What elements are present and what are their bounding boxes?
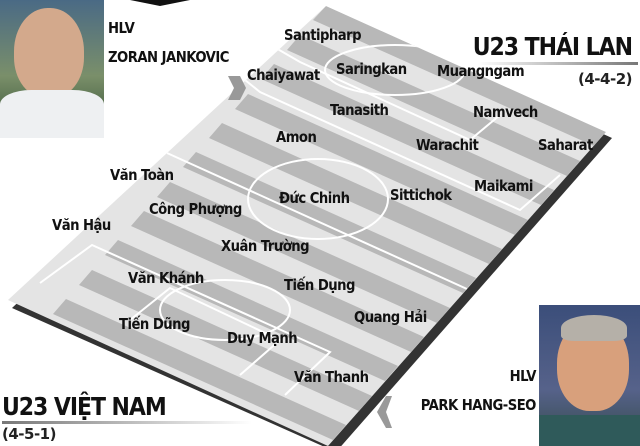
chevron-down-icon: [130, 0, 190, 6]
player-vietnam: Văn Khánh: [128, 269, 204, 287]
player-thailand: Maikami: [474, 177, 533, 195]
player-thailand: Warachit: [416, 136, 479, 154]
player-vietnam: Tiến Dụng: [284, 276, 355, 294]
formation-vietnam: (4-5-1): [2, 425, 56, 443]
coach-name: ZORAN JANKOVIC: [108, 48, 229, 66]
coach-shirt: [539, 415, 640, 446]
coach-photo-thailand: [0, 0, 104, 138]
coach-title: HLV: [108, 19, 135, 37]
player-thailand: Saharat: [538, 136, 593, 154]
coach-head: [14, 8, 84, 98]
formation-thailand: (4-4-2): [578, 70, 632, 88]
coach-label-vietnam: HLV PARK HANG-SEO: [420, 362, 537, 420]
player-vietnam: Xuân Trường: [221, 237, 310, 255]
arrow-left-icon: [377, 396, 392, 428]
player-vietnam: Văn Toàn: [110, 166, 174, 184]
team-title-vietnam: U23 VIỆT NAM: [2, 392, 167, 421]
coach-hair: [561, 315, 627, 341]
coach-title: HLV: [509, 367, 537, 385]
player-vietnam: Đức Chinh: [279, 189, 350, 207]
coach-name: PARK HANG-SEO: [420, 396, 537, 414]
player-vietnam: Duy Mạnh: [227, 329, 298, 347]
player-vietnam: Văn Thanh: [294, 368, 369, 386]
player-thailand: Chaiyawat: [247, 66, 320, 84]
player-thailand: Sittichok: [390, 186, 452, 204]
team-title-thailand: U23 THÁI LAN: [472, 32, 633, 61]
player-thailand: Santipharp: [284, 26, 362, 44]
player-vietnam: Công Phượng: [149, 200, 242, 218]
player-vietnam: Tiến Dũng: [119, 315, 190, 333]
arrow-right-icon: [228, 76, 246, 100]
player-thailand: Amon: [276, 128, 317, 146]
player-vietnam: Văn Hậu: [52, 216, 111, 234]
coach-label-thailand: HLV ZORAN JANKOVIC: [108, 14, 229, 72]
player-thailand: Tanasith: [330, 101, 389, 119]
coach-photo-vietnam: [539, 305, 640, 446]
coach-shirt: [0, 90, 104, 138]
player-thailand: Saringkan: [336, 60, 407, 78]
player-vietnam: Quang Hải: [354, 308, 427, 326]
player-thailand: Muangngam: [437, 62, 525, 80]
player-thailand: Namvech: [473, 103, 538, 121]
